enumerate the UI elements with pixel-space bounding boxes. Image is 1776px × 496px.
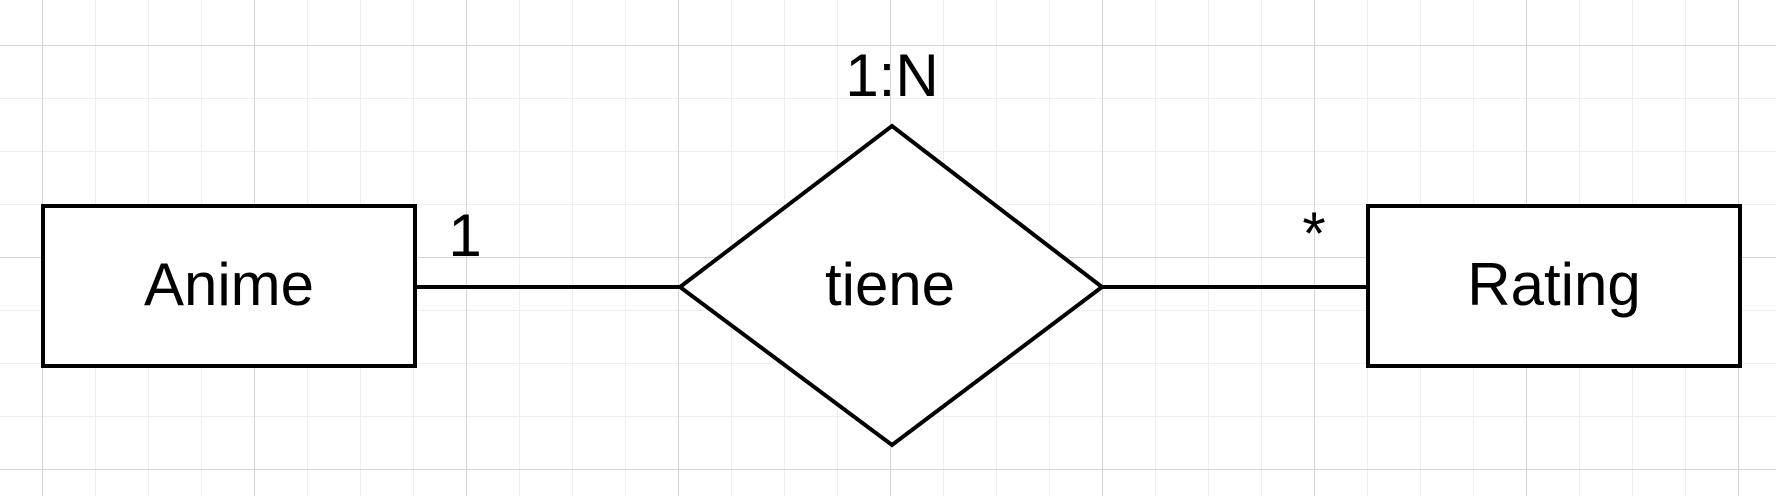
entity-anime-label: Anime	[144, 251, 314, 318]
relationship-label: tiene	[825, 251, 955, 318]
relationship-diamond[interactable]	[676, 123, 1106, 448]
entity-anime[interactable]: Anime	[41, 204, 417, 368]
entity-anime-box[interactable]	[41, 204, 417, 368]
entity-rating-label: Rating	[1467, 251, 1640, 318]
relationship-cardinality-label: 1:N	[845, 42, 938, 109]
relationship-tiene[interactable]: tiene	[676, 123, 1106, 448]
multiplicity-left-label: 1	[448, 202, 481, 269]
entity-rating-box[interactable]	[1366, 204, 1742, 368]
multiplicity-right-label: *	[1302, 200, 1325, 267]
entity-rating[interactable]: Rating	[1366, 204, 1742, 368]
